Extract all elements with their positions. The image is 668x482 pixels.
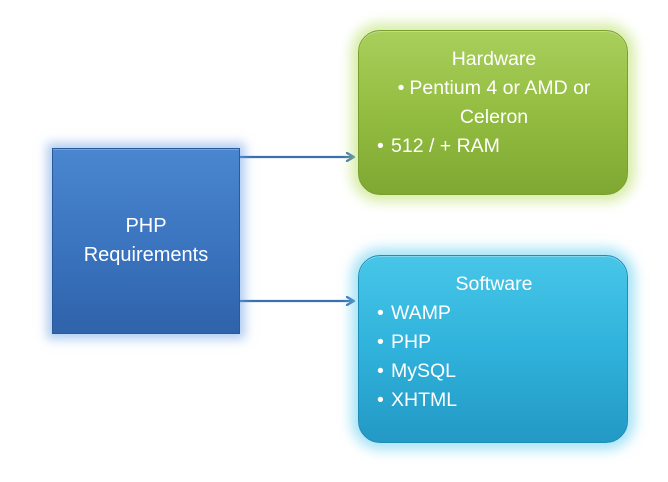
bullet-icon: • — [397, 77, 405, 99]
hardware-list: •Pentium 4 or AMD or Celeron •512 / + RA… — [377, 74, 611, 161]
list-item: • WAMP — [377, 299, 611, 328]
list-item: •Pentium 4 or AMD or Celeron — [377, 74, 611, 132]
software-list: • WAMP • PHP • MySQL • XHTML — [377, 299, 611, 415]
bullet-icon: • — [377, 135, 384, 157]
list-item: • 512 / + RAM — [377, 132, 611, 161]
php-requirements-box: PHP Requirements — [52, 148, 240, 334]
software-title: Software — [455, 273, 533, 295]
hardware-item-cpu: Pentium 4 or AMD or Celeron — [409, 77, 591, 128]
main-label-line1: PHP — [125, 215, 167, 237]
hardware-title: Hardware — [451, 48, 537, 70]
bullet-icon: • — [377, 302, 384, 324]
hardware-item-ram: 512 / + RAM — [391, 135, 500, 157]
list-item: • MySQL — [377, 357, 611, 386]
bullet-icon: • — [377, 389, 384, 411]
bullet-icon: • — [377, 360, 384, 382]
software-item-php: PHP — [391, 331, 432, 353]
list-item: • PHP — [377, 328, 611, 357]
list-item: • XHTML — [377, 386, 611, 415]
software-box: Software • WAMP • PHP • MySQL • XHTML — [358, 255, 628, 443]
main-label-line2: Requirements — [83, 244, 209, 266]
software-item-xhtml: XHTML — [391, 389, 458, 411]
php-requirements-label: PHP Requirements — [53, 212, 239, 270]
hardware-box: Hardware •Pentium 4 or AMD or Celeron •5… — [358, 30, 628, 195]
bullet-icon: • — [377, 331, 384, 353]
software-item-wamp: WAMP — [391, 302, 451, 324]
software-item-mysql: MySQL — [391, 360, 457, 382]
